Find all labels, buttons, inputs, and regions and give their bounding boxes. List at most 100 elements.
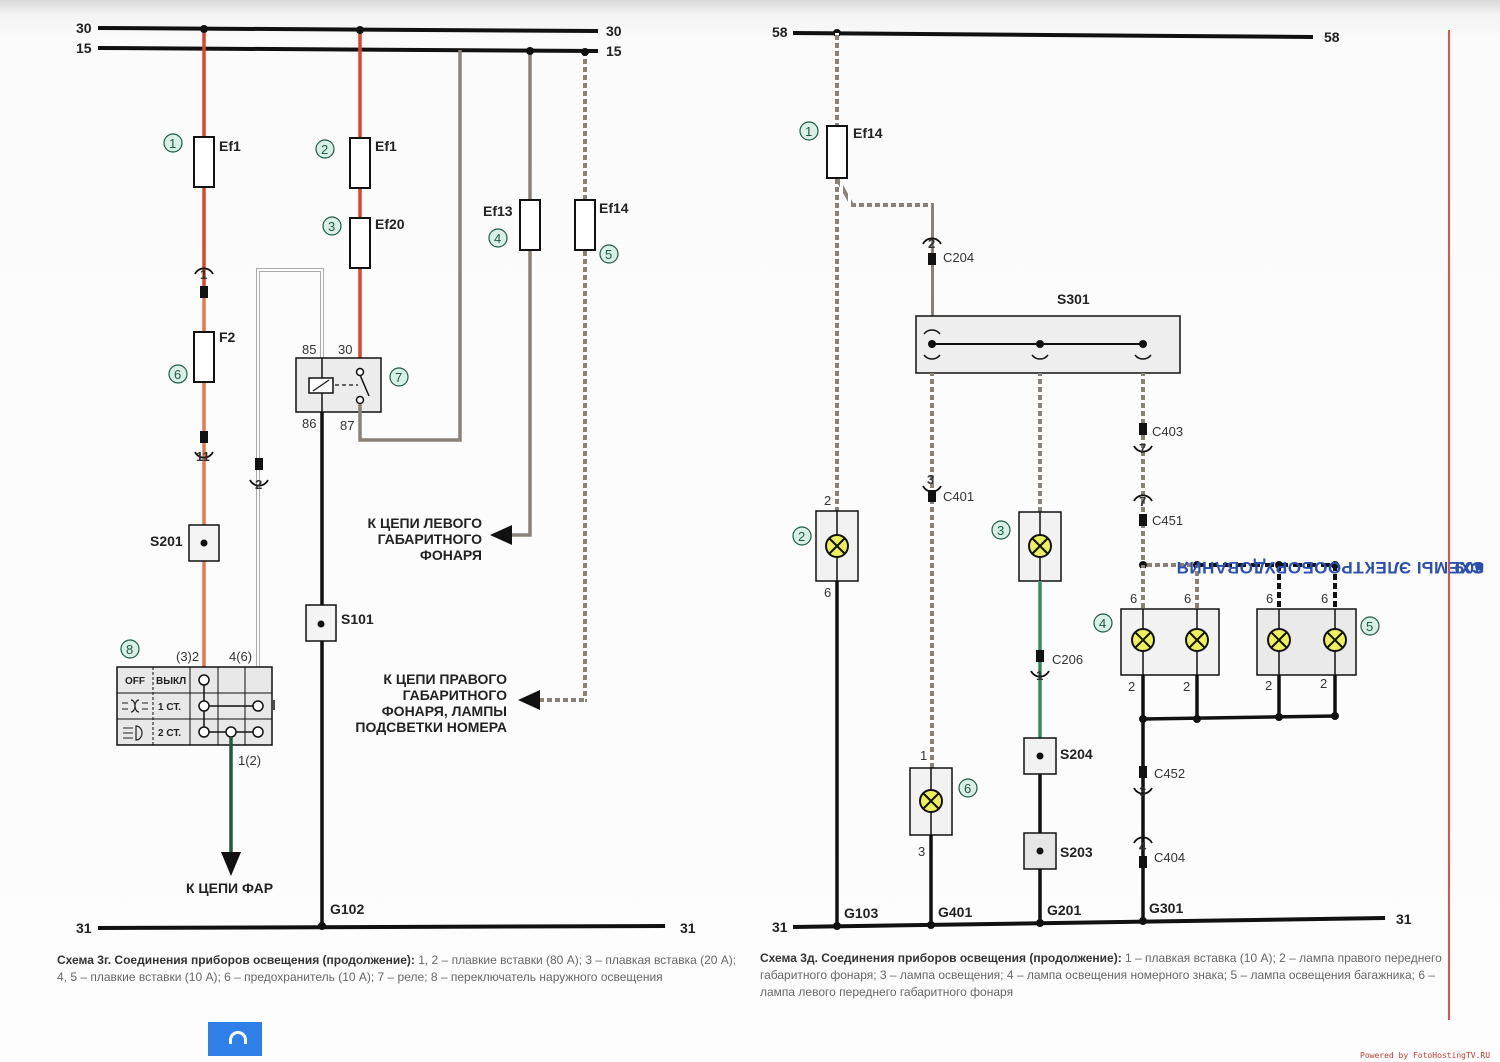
lamp-pin: 6 (1130, 591, 1137, 606)
connector-male-icon (928, 490, 936, 502)
connector-pin: 11 (196, 449, 210, 464)
switch-pin: 4(6) (229, 649, 252, 664)
callout-circle (163, 133, 183, 153)
parking-light-icon (122, 699, 148, 713)
bus-58-label-left: 58 (772, 24, 788, 40)
connector-pin: 3 (1139, 784, 1146, 799)
fuse-label: Ef1 (375, 138, 397, 154)
section-title: СХЕМЫ ЭЛЕКТРООБОРУДОВАНИЯ (1176, 558, 1484, 577)
connector-female-icon (1133, 445, 1153, 453)
lamp-pin: 6 (1184, 591, 1191, 606)
callout-number: 4 (1099, 616, 1106, 631)
switch-contact (225, 726, 237, 738)
fuse-label: F2 (219, 329, 236, 345)
wire-gray (358, 50, 462, 442)
bus-node (200, 25, 208, 33)
section-title-vertical: СХЕМЫ ЭЛЕКТРООБОРУДОВАНИЯ ● 309 (1176, 555, 1484, 1015)
switch-pin: 1(2) (238, 753, 261, 768)
lamp-pin: 6 (824, 585, 831, 600)
splice-node (200, 539, 208, 547)
lamp-pin: 2 (1183, 679, 1190, 694)
connector-male-icon (1036, 650, 1044, 662)
switch-pin: (3)2 (176, 649, 199, 664)
connector-pin: 7 (1139, 441, 1146, 456)
fuse-ef13 (519, 199, 541, 251)
callout-circle (1093, 613, 1113, 633)
connector-female-icon (1133, 836, 1153, 844)
bus-15-label-left: 15 (76, 40, 92, 56)
arrow-label-headlights: К ЦЕПИ ФАР (186, 880, 273, 896)
ground-label: G301 (1149, 900, 1183, 916)
arrow-down-icon (221, 852, 241, 876)
ground-label: G102 (330, 901, 364, 917)
connector-male-icon (200, 286, 208, 298)
callout-circle (1360, 616, 1380, 636)
connector-label: C206 (1052, 652, 1083, 667)
ground-node (833, 922, 841, 930)
bus-30-label-right: 30 (606, 23, 622, 39)
svg-text:ФОНАРЯ, ЛАМПЫ: ФОНАРЯ, ЛАМПЫ (382, 703, 507, 719)
connector-pin: 7 (1139, 494, 1146, 509)
svg-text:ПОДСВЕТКИ НОМЕРА: ПОДСВЕТКИ НОМЕРА (355, 719, 507, 735)
page-number: 309 (1454, 558, 1484, 577)
connector-pin: 1 (1036, 668, 1043, 683)
bus-31-label-left: 31 (772, 919, 788, 935)
bus-31 (97, 924, 666, 930)
callout-number: 6 (174, 367, 181, 382)
connector-label: C404 (1154, 850, 1185, 865)
right-diagram: 58 58 Ef14 1 2 C204 S301 3 C401 2 (772, 24, 1412, 935)
connector-pin: 2 (255, 477, 262, 492)
callout-circle (991, 520, 1011, 540)
lamp-pin: 1 (920, 748, 927, 763)
bus-15 (97, 46, 599, 53)
svg-text:ФОНАРЯ: ФОНАРЯ (420, 547, 482, 563)
callout-number: 6 (964, 781, 971, 796)
switch-contact (198, 726, 210, 738)
connector-female-icon (1030, 670, 1050, 678)
caption-right: Схема 3д. Соединения приборов освещения … (760, 950, 1442, 1001)
wire-gray (510, 51, 532, 537)
relay-pin: 30 (338, 342, 352, 357)
lamp-pin: 2 (1128, 679, 1135, 694)
connector-female-icon (1133, 494, 1153, 502)
splice-label: S101 (341, 611, 374, 627)
switch-contact (252, 700, 264, 712)
connector-female-icon (194, 267, 214, 275)
bus-15-label-right: 15 (606, 43, 622, 59)
relay-switch-icon (359, 374, 370, 397)
fuse-f2 (193, 331, 215, 383)
callout-number: 8 (126, 642, 133, 657)
splice-label: S204 (1060, 746, 1093, 762)
connector-pin: 4 (1139, 839, 1147, 854)
switch-contact (198, 700, 210, 712)
switch-contact (252, 726, 264, 738)
bus-31-label-right: 31 (1396, 911, 1412, 927)
connector-female-icon (1134, 354, 1152, 360)
connector-female-icon (923, 329, 941, 335)
splice-label: S203 (1060, 844, 1093, 860)
fuse-label: Ef14 (599, 200, 629, 216)
callout-number: 4 (494, 231, 501, 246)
fuse-label: Ef20 (375, 216, 405, 232)
callout-circle (120, 639, 140, 659)
callout-circle (389, 367, 409, 387)
callout-number: 1 (169, 136, 176, 151)
connector-male-icon (1139, 514, 1147, 526)
lamp-pin: 2 (1265, 678, 1272, 693)
arrow-left-icon (490, 525, 512, 545)
lamp-pin: 6 (1266, 591, 1273, 606)
page-margin-line (1448, 30, 1450, 1020)
caption-left-text: 1, 2 – плавкие вставки (80 А); 3 – плавк… (57, 953, 737, 984)
arrow-left-icon (518, 690, 540, 710)
connector-male-icon (200, 431, 208, 443)
fuse-ef14 (574, 199, 596, 251)
fuse-ef14 (826, 125, 848, 179)
callout-number: 3 (328, 219, 335, 234)
splice-s101 (305, 604, 337, 642)
bus-node (356, 26, 364, 34)
connector-male-icon (1139, 423, 1147, 435)
bus-58-label-right: 58 (1324, 29, 1340, 45)
callout-circle (599, 244, 619, 264)
lamp-icon (1131, 628, 1155, 652)
